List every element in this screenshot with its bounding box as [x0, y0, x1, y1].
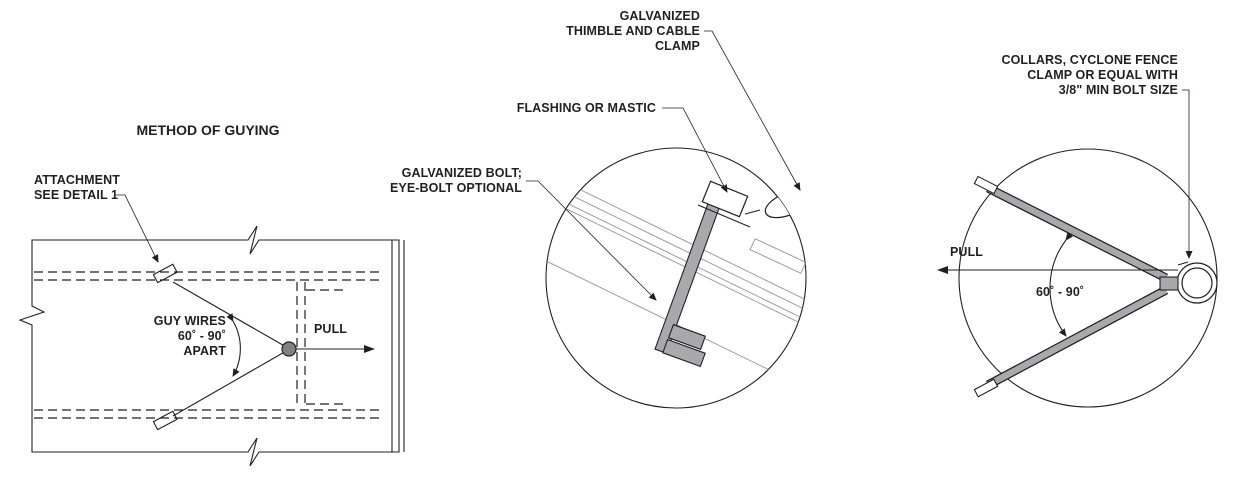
thimble-label-3: CLAMP: [655, 39, 700, 53]
bolt-label-2: EYE-BOLT OPTIONAL: [390, 181, 522, 195]
collars-label-3: 3/8" MIN BOLT SIZE: [1059, 83, 1178, 97]
lower-wire-end: [973, 378, 999, 398]
blocking-rect: [749, 238, 806, 274]
pipe-inner: [1181, 267, 1213, 299]
collar-clamp: [1159, 276, 1179, 291]
right-angle-label: 60˚ - 90˚: [1036, 285, 1084, 299]
flashing-base: [697, 204, 751, 228]
thimble-loop: [764, 189, 806, 219]
attachment-label-2: SEE DETAIL 1: [34, 188, 118, 202]
lower-guy-wire: [172, 349, 289, 417]
guy-wires-label-1: GUY WIRES: [154, 314, 226, 328]
thimble-leader: [704, 30, 801, 191]
right-pull-label: PULL: [950, 245, 983, 259]
roof-outline: [18, 225, 400, 467]
pipe-circle: [281, 341, 297, 357]
bottom-attachment-block: [152, 410, 178, 431]
method-of-guying-detail: METHOD OF GUYING PULL GUY WIRES: [18, 122, 405, 467]
lower-wire: [986, 287, 1168, 388]
top-attachment-block: [152, 263, 178, 284]
right-angle-arc: [1049, 232, 1073, 337]
roof-layer-2: [546, 179, 806, 347]
flashing-block: [701, 180, 749, 218]
rafter-line: [546, 257, 806, 408]
collar-detail: PULL 60˚ - 90˚ COLLARS, CYCLONE FENCE CL…: [937, 53, 1218, 408]
flashing-leader: [662, 107, 728, 193]
upper-wire-end: [973, 175, 999, 195]
thimble-label-1: GALVANIZED: [620, 9, 700, 23]
roof-layer-1: [546, 169, 806, 337]
bolt-label-1: GALVANIZED BOLT;: [402, 166, 522, 180]
collars-label-2: CLAMP OR EQUAL WITH: [1027, 68, 1178, 82]
flashing-label: FLASHING OR MASTIC: [517, 101, 656, 115]
collar-bolt: [1177, 261, 1189, 266]
guy-wires-label-3: APART: [183, 344, 226, 358]
method-title: METHOD OF GUYING: [136, 122, 279, 138]
angle-arc: [226, 313, 241, 377]
collars-label-1: COLLARS, CYCLONE FENCE: [1001, 53, 1178, 67]
roof-layer-4: [546, 195, 806, 363]
attachment-leader: [116, 194, 159, 263]
thimble-label-2: THIMBLE AND CABLE: [566, 24, 700, 38]
pull-label: PULL: [314, 322, 347, 336]
detail-circle: [545, 147, 807, 409]
roof-layer-3: [546, 189, 806, 357]
collars-leader: [1182, 89, 1193, 259]
galvanized-bolt: [654, 198, 722, 368]
bolt-leader: [526, 180, 657, 301]
bolt-detail: GALVANIZED THIMBLE AND CABLE CLAMP FLASH…: [390, 9, 807, 409]
thimble-cable: [744, 209, 761, 215]
attachment-label-1: ATTACHMENT: [34, 173, 120, 187]
hidden-joists: [34, 271, 384, 419]
upper-wire: [986, 185, 1168, 281]
collar-detail-circle: [958, 148, 1218, 408]
guy-wires-label-2: 60˚ - 90˚: [178, 329, 226, 343]
